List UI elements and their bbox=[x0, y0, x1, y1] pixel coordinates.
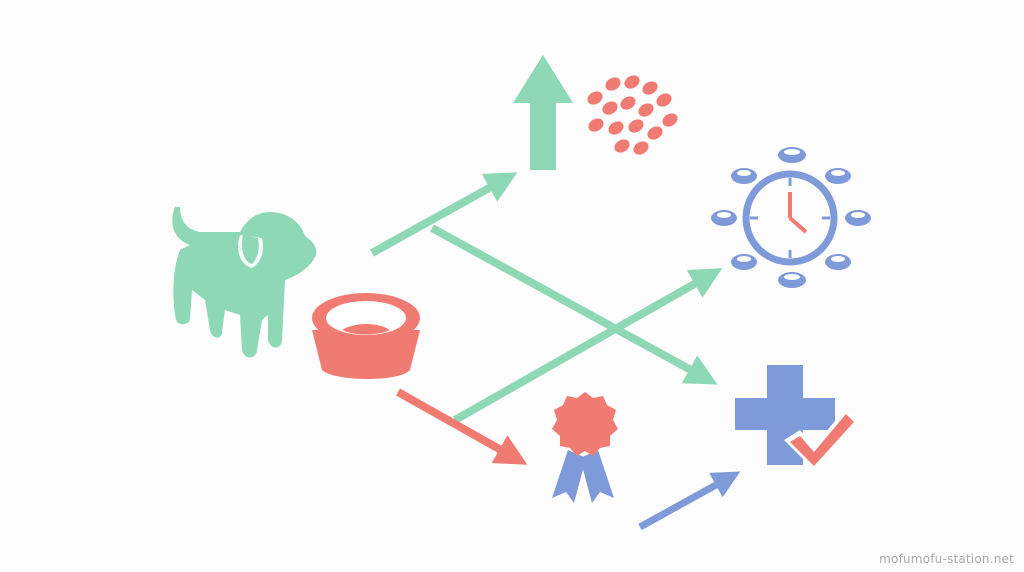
kibble-icon bbox=[587, 75, 678, 155]
award-ribbon-icon bbox=[552, 392, 618, 503]
improvement-arrow bbox=[638, 471, 741, 531]
up-arrow-icon bbox=[513, 55, 573, 170]
watermark: mofumofu-station.net bbox=[879, 552, 1014, 566]
growth-arrow bbox=[370, 172, 518, 257]
food-bowl-icon bbox=[312, 293, 420, 379]
health-arrow bbox=[430, 224, 718, 385]
feeding-schedule-clock-icon bbox=[711, 147, 871, 288]
health-check-icon bbox=[735, 365, 858, 470]
puppy-icon bbox=[172, 207, 317, 358]
reward-arrow bbox=[396, 388, 528, 465]
schedule-arrow bbox=[453, 268, 723, 424]
